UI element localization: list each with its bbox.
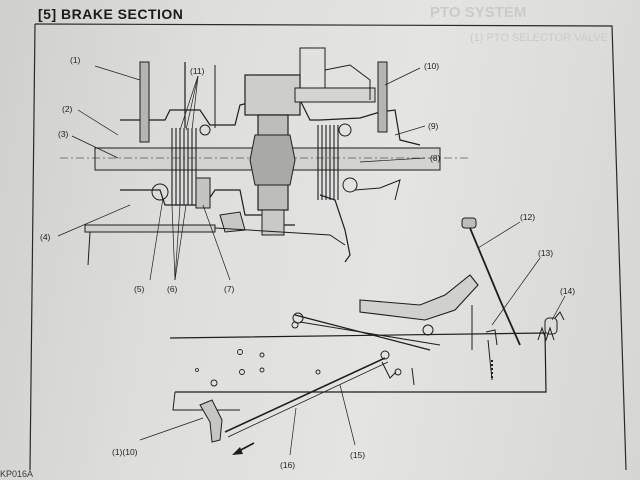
callout-3: (3) <box>58 129 69 139</box>
brake-cross-section <box>60 47 470 266</box>
lower-leader-lines <box>139 221 566 456</box>
callout-11: (11) <box>190 66 205 76</box>
callout-16: (16) <box>280 460 295 470</box>
callout-4: (4) <box>40 232 51 242</box>
callout-8: (8) <box>430 153 441 163</box>
frame-border <box>34 23 627 471</box>
left-brake-discs <box>171 128 197 205</box>
right-brake-discs <box>317 125 339 200</box>
callout-14: (14) <box>560 286 575 296</box>
figure-code: KP016A <box>0 469 34 479</box>
callout-10: (10) <box>424 61 439 71</box>
callout-6: (6) <box>167 284 178 294</box>
callout-1-10: (1)(10) <box>112 447 138 457</box>
brake-linkage-diagram <box>169 217 565 455</box>
section-title: [5] BRAKE SECTION <box>38 6 184 22</box>
callout-15: (15) <box>350 450 365 460</box>
frame-left <box>29 23 36 471</box>
bleed-through-heading: PTO SYSTEM <box>430 4 527 21</box>
callout-9: (9) <box>428 121 439 131</box>
callout-2: (2) <box>62 104 73 114</box>
upper-leader-lines <box>57 65 426 281</box>
callout-1: (1) <box>70 55 81 65</box>
bleed-through-subheading: (1) PTO SELECTOR VALVE <box>470 32 608 44</box>
callout-5: (5) <box>134 284 145 294</box>
callout-12: (12) <box>520 212 535 222</box>
callouts: (1) (2) (3) (4) (5) (6) (7) (8) (9) (10)… <box>40 55 575 470</box>
callout-13: (13) <box>538 248 553 258</box>
callout-7: (7) <box>224 284 235 294</box>
